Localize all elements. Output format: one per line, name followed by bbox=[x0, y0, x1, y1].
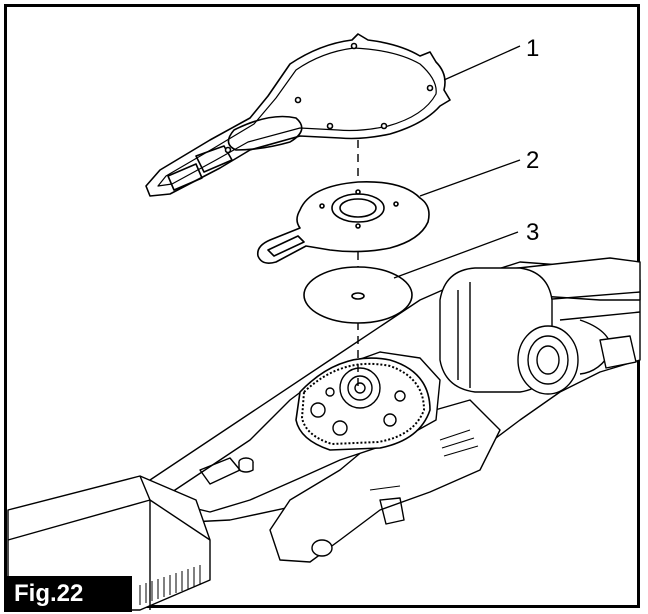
leader-3 bbox=[393, 231, 519, 279]
callout-1: 1 bbox=[526, 35, 539, 62]
gear-sector bbox=[295, 357, 431, 451]
arm-assembly bbox=[149, 257, 641, 563]
leader-1 bbox=[443, 45, 521, 81]
pivot-boss bbox=[439, 267, 579, 395]
callout-2: 2 bbox=[526, 147, 539, 174]
callout-leaders bbox=[393, 45, 521, 279]
part-disc bbox=[303, 266, 413, 324]
part-gasket bbox=[145, 33, 451, 197]
figure-label: Fig.22 bbox=[4, 576, 132, 612]
leader-2 bbox=[419, 159, 521, 197]
lower-bracket bbox=[269, 399, 501, 563]
callout-3: 3 bbox=[526, 219, 539, 246]
part-plate bbox=[256, 181, 430, 264]
